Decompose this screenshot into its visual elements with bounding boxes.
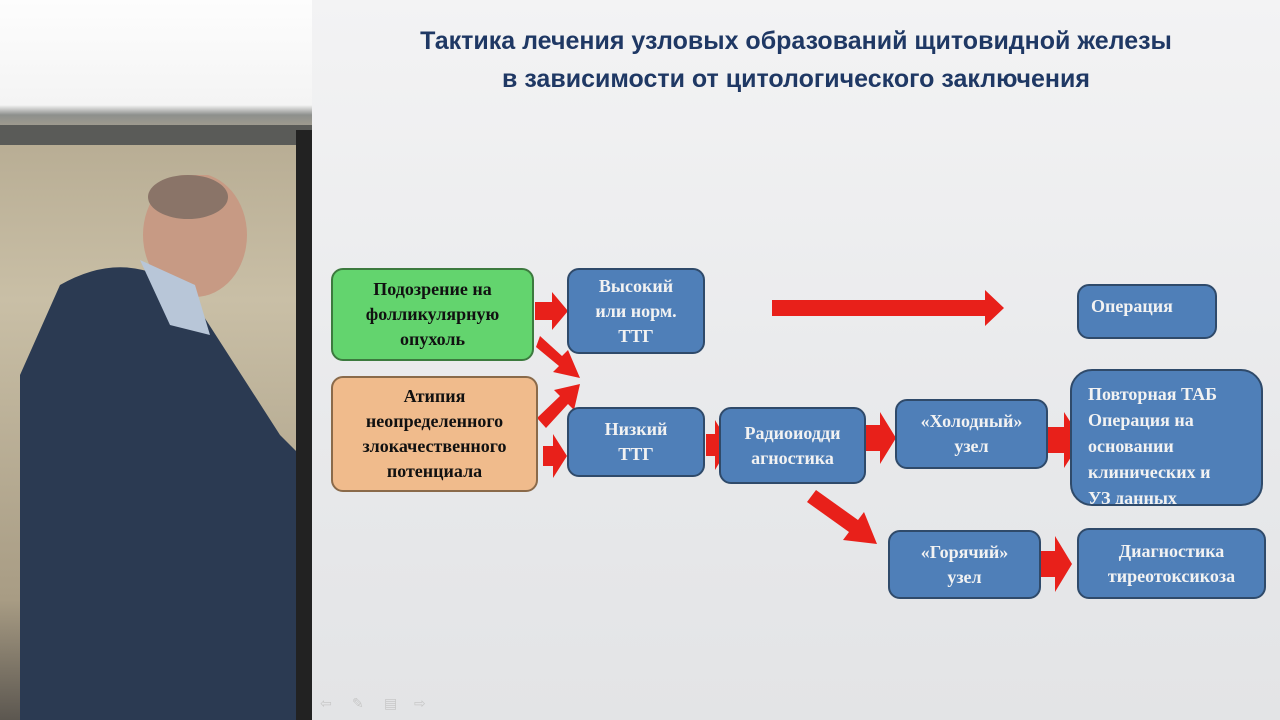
arrow-follicular-to-low-tsh	[536, 336, 580, 378]
slide-pen-icon[interactable]: ✎	[352, 696, 364, 712]
arrow-low-to-radio	[706, 420, 730, 470]
title-line-2: в зависимости от цитологического заключе…	[502, 65, 1090, 93]
box-low-tsh: Низкий ТТГ	[567, 407, 705, 477]
arrow-hot-to-thyro	[1041, 536, 1072, 592]
slide-menu-icon[interactable]: ▤	[384, 696, 398, 712]
presenter-figure	[20, 175, 310, 720]
slide-prev-icon[interactable]: ⇦	[320, 696, 332, 712]
box-cold-nodule: «Холодный» узел	[895, 399, 1048, 469]
slide-next-icon[interactable]: ⇨	[414, 696, 426, 712]
arrow-cold-to-repeat	[1047, 412, 1082, 468]
box-radioiodine-diagnostics: Радиоиодди агностика	[719, 407, 866, 484]
slide-title: Тактика лечения узловых образований щито…	[312, 22, 1280, 98]
arrow-follicular-to-high-tsh	[535, 292, 568, 330]
title-line-1: Тактика лечения узловых образований щито…	[420, 27, 1172, 55]
box-follicular-suspicion: Подозрение на фолликулярную опухоль	[331, 268, 534, 361]
arrow-atypia-to-high-tsh	[537, 384, 580, 428]
arrow-atypia-to-low-tsh	[543, 434, 567, 478]
box-atypia: Атипия неопределенного злокачественного …	[331, 376, 538, 492]
arrow-to-operation	[772, 290, 1004, 326]
box-operation: Операция	[1077, 284, 1217, 339]
arrow-radio-to-cold	[866, 412, 896, 464]
box-thyrotoxicosis-diagnostics: Диагностика тиреотоксикоза	[1077, 528, 1266, 599]
projector-screen-edge	[296, 130, 312, 720]
wall-panel	[0, 125, 312, 145]
box-high-tsh: Высокий или норм. ТТГ	[567, 268, 705, 354]
box-hot-nodule: «Горячий» узел	[888, 530, 1041, 599]
arrow-radio-to-hot	[807, 490, 877, 544]
box-repeat-fna: Повторная ТАБ Операция на основании клин…	[1070, 369, 1263, 506]
